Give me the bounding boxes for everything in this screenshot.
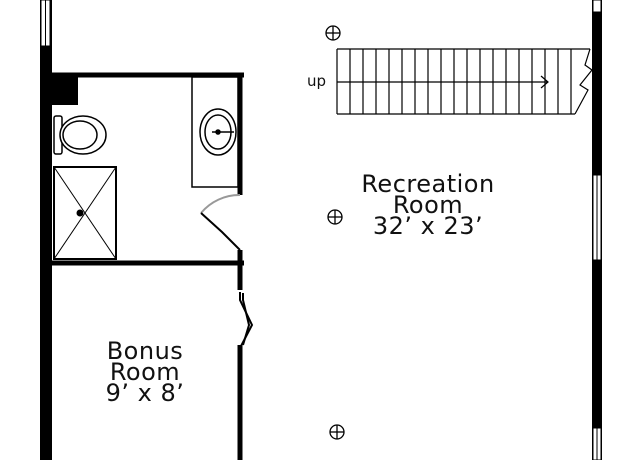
recreation-room-name-line1: Recreation [361, 170, 495, 198]
ceiling-light-2 [327, 209, 343, 225]
stair-arrow-icon [337, 75, 549, 89]
door-arc [200, 193, 241, 214]
sink-bowl [199, 108, 237, 156]
bonus-room-label: Bonus Room 9’ x 8’ [70, 337, 220, 407]
window-icon [40, 0, 602, 460]
shower-icon [53, 166, 117, 260]
bathroom-walls [52, 72, 244, 460]
ceiling-light-3 [329, 424, 345, 440]
bonus-room-name-line2: Room [109, 358, 181, 386]
door-swing-icon [200, 193, 241, 251]
shower-drain [76, 209, 84, 217]
ceiling-light-icon [325, 25, 345, 440]
vanity-counter [191, 76, 239, 188]
shower-pan [53, 166, 117, 260]
stairs-up-label: up [307, 72, 327, 90]
bifold-door [239, 292, 254, 349]
recreation-room-dimensions: 32’ x 23’ [372, 212, 484, 240]
toilet-icon [53, 115, 107, 155]
bonus-room-dimensions: 9’ x 8’ [105, 379, 185, 407]
sink-icon [191, 76, 239, 188]
stair-break-line [574, 48, 593, 115]
left-exterior-wall [40, 0, 52, 460]
ceiling-light-1 [325, 25, 341, 41]
bonus-room-name-line1: Bonus [106, 337, 184, 365]
chimney-block [52, 75, 78, 105]
right-window-top [592, 0, 602, 13]
recreation-room-label: Recreation Room 32’ x 23’ [318, 170, 538, 240]
bathroom-door-leaf [200, 212, 241, 251]
recreation-room-name-line2: Room [392, 191, 464, 219]
